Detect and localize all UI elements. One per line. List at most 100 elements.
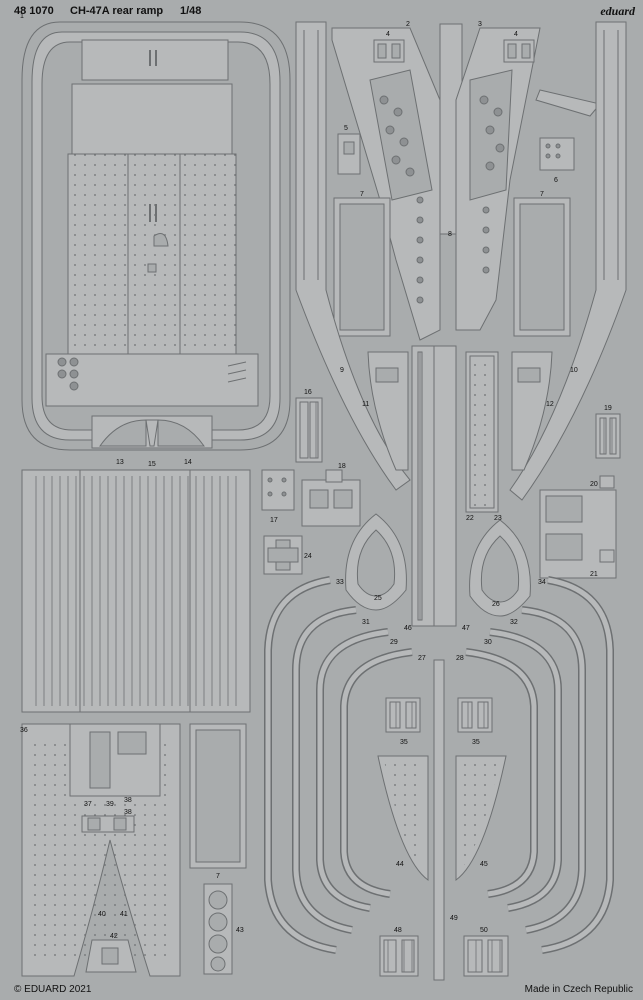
part-7-lower (189, 723, 247, 869)
part-label: 4 (514, 31, 518, 38)
set-code: 48 1070 (14, 5, 54, 17)
part-label: 29 (390, 639, 398, 646)
set-scale: 1/48 (180, 5, 202, 17)
part-label: 38 (124, 809, 132, 816)
part-label: 34 (538, 579, 546, 586)
part-label: 37 (84, 801, 92, 808)
part-label: 15 (148, 461, 156, 468)
part-label: 1 (20, 13, 24, 20)
part-label: 50 (480, 927, 488, 934)
part-label: 27 (418, 655, 426, 662)
origin-notice: Made in Czech Republic (524, 984, 633, 995)
part-2-plate (331, 23, 463, 341)
part-35-left (385, 697, 421, 733)
part-24 (263, 535, 303, 575)
part-label: 19 (604, 405, 612, 412)
part-label: 35 (472, 739, 480, 746)
part-label: 42 (110, 933, 118, 940)
part-label: 32 (510, 619, 518, 626)
part-19 (595, 413, 621, 459)
part-label: 24 (304, 553, 312, 560)
part-17 (261, 469, 295, 511)
part-6 (539, 137, 575, 171)
part-46-strip (411, 345, 457, 627)
curved-strips-left-fill (265, 577, 413, 953)
part-label: 7 (216, 873, 220, 880)
part-7-right (513, 197, 571, 337)
part-50 (463, 935, 509, 977)
part-label: 30 (484, 639, 492, 646)
brand-logo: eduard (600, 4, 635, 18)
part-10-strip (509, 21, 627, 501)
part-label: 17 (270, 517, 278, 524)
part-label: 39 (106, 801, 114, 808)
part-label: 11 (362, 401, 369, 408)
part-label: 49 (450, 915, 458, 922)
part-43 (203, 883, 233, 975)
part-42 (85, 939, 137, 973)
part-label: 22 (466, 515, 474, 522)
curved-strips-right-fill (465, 577, 613, 953)
part-label: 7 (360, 191, 364, 198)
part-label: 2 (406, 21, 410, 28)
part-label: 36 (20, 727, 28, 734)
part-label: 6 (554, 177, 558, 184)
part-label: 23 (494, 515, 502, 522)
part-label: 40 (98, 911, 106, 918)
part-number-labels: 1 2 3 4 4 5 6 7 7 8 9 10 11 12 13 15 14 … (20, 13, 612, 940)
part-4-right (503, 39, 535, 63)
part-label: 26 (492, 601, 500, 608)
ribbed-floor-panel (21, 469, 251, 713)
set-title: CH-47A rear ramp (70, 5, 164, 17)
part-label: 35 (400, 739, 408, 746)
part-label: 13 (116, 459, 124, 466)
part-label: 3 (478, 21, 482, 28)
part-label: 45 (480, 861, 488, 868)
part-label: 10 (570, 367, 578, 374)
part-label: 28 (456, 655, 464, 662)
part-label: 14 (184, 459, 192, 466)
part-label: 5 (344, 125, 348, 132)
part-20-21 (539, 475, 617, 579)
part-label: 41 (120, 911, 128, 918)
part-36-panel (21, 723, 181, 977)
part-13-14-15 (91, 415, 213, 449)
part-label: 46 (404, 625, 412, 632)
part-35-right (457, 697, 493, 733)
part-label: 7 (540, 191, 544, 198)
part-49-strip (433, 659, 445, 981)
part-47-strip (465, 351, 499, 513)
part-44 (377, 755, 429, 881)
part-9-strip (295, 21, 411, 491)
part-26 (469, 519, 531, 617)
part-5 (337, 133, 361, 175)
part-18 (301, 469, 361, 527)
part-16 (295, 397, 323, 463)
part-label: 48 (394, 927, 402, 934)
part-48 (379, 935, 419, 977)
copyright-notice: © EDUARD 2021 (14, 984, 92, 995)
part-label: 16 (304, 389, 312, 396)
part-label: 31 (362, 619, 370, 626)
part-label: 21 (590, 571, 598, 578)
part-label: 33 (336, 579, 344, 586)
part-45 (455, 755, 507, 881)
part-7-left (333, 197, 391, 337)
part-label: 12 (546, 401, 554, 408)
part-label: 4 (386, 31, 390, 38)
part-4-left (373, 39, 405, 63)
part-label: 25 (374, 595, 382, 602)
part-label: 43 (236, 927, 244, 934)
part-label: 20 (590, 481, 598, 488)
part-label: 44 (396, 861, 404, 868)
part-11 (367, 351, 409, 471)
part-label: 38 (124, 797, 132, 804)
part-label: 47 (462, 625, 470, 632)
part-label: 18 (338, 463, 346, 470)
part-label: 9 (340, 367, 344, 374)
part-12 (511, 351, 553, 471)
part-1-ramp (21, 21, 291, 451)
part-3-plate (455, 27, 601, 331)
